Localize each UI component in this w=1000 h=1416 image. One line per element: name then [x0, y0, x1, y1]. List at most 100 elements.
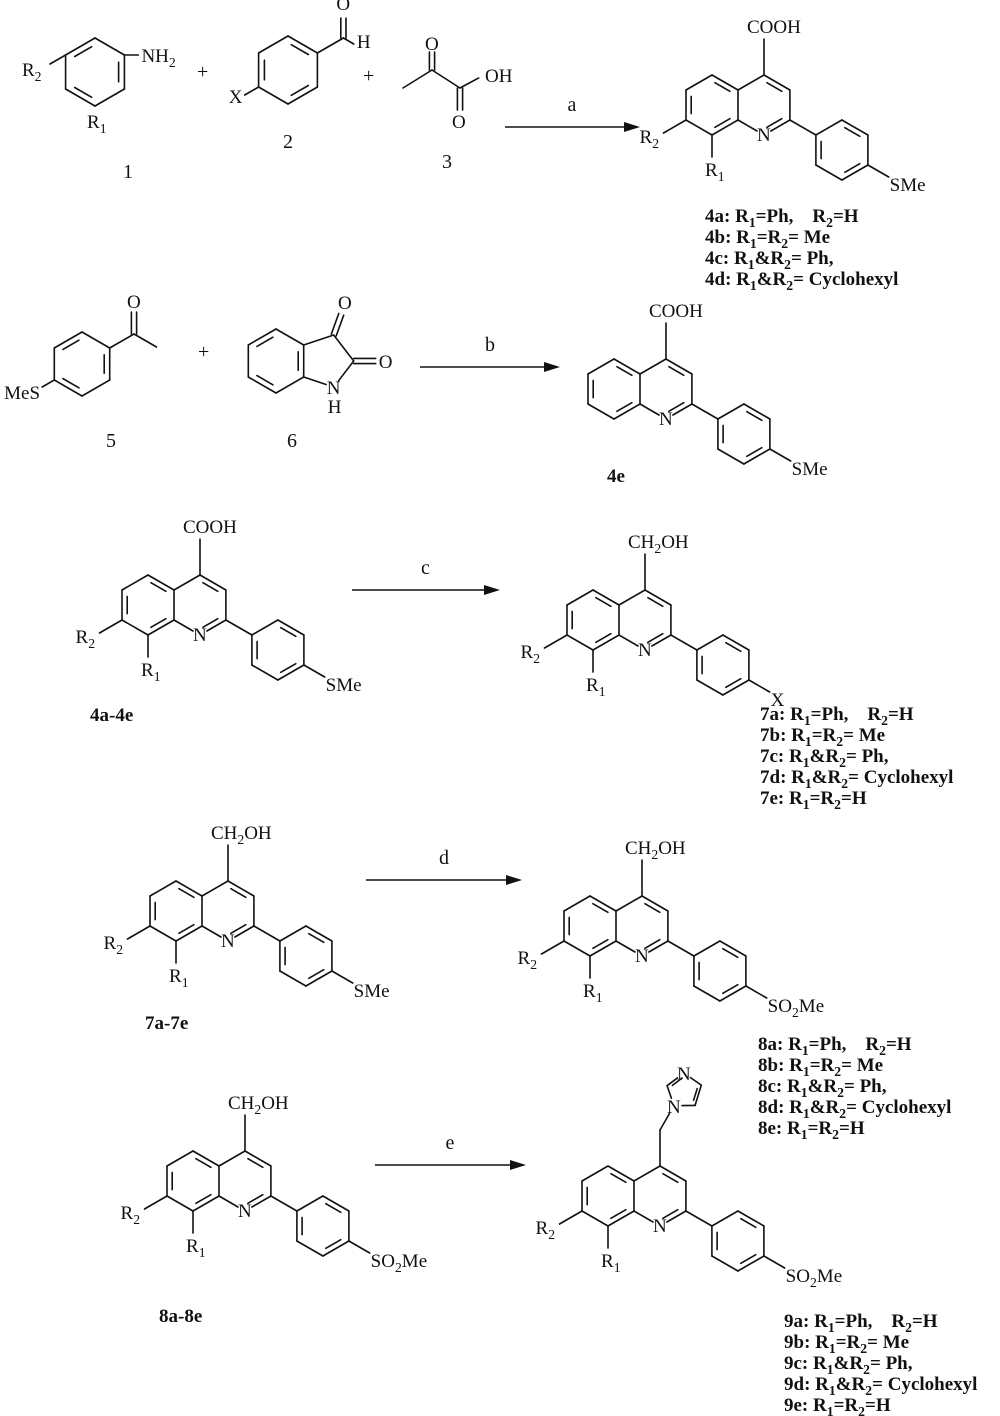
quinoline-bond-double [616, 365, 633, 377]
aldehyde-bond [316, 37, 345, 54]
aryl-ring-bond [815, 164, 843, 181]
quinoline-bond [175, 925, 203, 942]
aniline-ring-bond [94, 88, 126, 107]
product-variant: 8d: R1&R2= Cyclohexyl [758, 1097, 951, 1121]
aryl-ring-double [307, 932, 325, 944]
carbonyl-bond [330, 312, 340, 335]
quinoline-bond [666, 1210, 687, 1223]
quinoline-bond [199, 574, 227, 591]
aryl-ring-double [843, 162, 861, 174]
quinoline-double [247, 1157, 264, 1169]
product-variant: 7d: R1&R2= Cyclohexyl [760, 767, 953, 791]
aryl-ring-bond [719, 985, 747, 1002]
ring-nitrogen-label: N [221, 931, 235, 952]
para-substituent-label: SO2Me [768, 996, 824, 1020]
hydroxyl-label: OH [485, 66, 513, 87]
compound-id: 4a-4e [90, 705, 133, 726]
aryl-ring-bond [322, 1195, 350, 1212]
aryl-ring-bond [717, 448, 745, 465]
hydrogen-label: H [328, 397, 342, 418]
aryl-ring-bond [279, 925, 307, 942]
quinoline-bond [672, 403, 693, 416]
nh2-label: NH2 [141, 46, 175, 70]
para-substituent-label: SMe [792, 459, 828, 480]
aryl-ring-double [724, 677, 742, 689]
quinoline-double [662, 1208, 679, 1220]
product-variant: 9e: R1=R2=H [784, 1395, 891, 1416]
quinoline-bond-double [195, 1157, 212, 1169]
quinoline-bond [711, 74, 739, 91]
quinoline-bond [607, 1210, 635, 1227]
quinoline-double [230, 887, 247, 899]
quinoline-bond [770, 119, 791, 132]
aryl-ring-bond [841, 119, 869, 136]
isatin-ring-bond [275, 328, 305, 346]
aryl-ring-bond [722, 679, 750, 696]
product-variant: 9d: R1&R2= Cyclohexyl [784, 1374, 977, 1398]
mes-label: MeS [4, 383, 40, 404]
para-substituent-bond [745, 985, 768, 999]
quinoline-bond [166, 1195, 194, 1212]
aryl-ring-bond [305, 970, 333, 987]
c4-substituent-label: COOH [649, 301, 703, 322]
aryl-link-bond [253, 925, 281, 942]
imidazole-n1-label: N [667, 1097, 681, 1118]
r2-bond [49, 54, 67, 65]
pyruvic-bond [459, 77, 480, 89]
aniline-ring-bond-double [73, 45, 93, 58]
quinoline-bond [563, 940, 591, 957]
quinoline-bond [234, 925, 255, 938]
aryl-ring-bond [296, 1195, 324, 1212]
aryl-ring-double [307, 968, 325, 980]
acetophenone-ring-bond-double [62, 339, 80, 351]
aryl-link-bond [667, 940, 695, 957]
quinoline-bond [615, 940, 636, 953]
aryl-ring-double [324, 1202, 342, 1214]
compound-number: 5 [106, 430, 116, 452]
quinoline-bond-double [592, 902, 609, 914]
aryl-ring-double [721, 947, 739, 959]
quinoline-bond [737, 74, 765, 91]
aryl-ring-double [739, 1253, 757, 1265]
quinoline-bond [192, 1195, 220, 1212]
r1-label: R1 [586, 675, 606, 699]
quinoline-double [230, 923, 247, 935]
c4-substituent-label: CH2OH [211, 823, 272, 847]
aryl-ring-bond [693, 985, 721, 1002]
arrow-condition-label: a [568, 94, 577, 116]
quinoline-bond [147, 619, 175, 636]
aryl-ring-bond [841, 164, 869, 181]
aryl-ring-double [745, 410, 763, 422]
r1-label: R1 [87, 112, 107, 136]
quinoline-bond [665, 358, 693, 375]
compound-number: 2 [283, 131, 293, 153]
quinoline-bond-double [616, 401, 633, 413]
quinoline-bond [639, 358, 667, 375]
aryl-ring-bond [743, 448, 771, 465]
aryl-ring-bond [743, 403, 771, 420]
quinoline-bond [648, 940, 669, 953]
para-substituent-label: SMe [354, 981, 390, 1002]
quinoline-double [644, 902, 661, 914]
compound-number: 6 [287, 430, 297, 452]
compound-number: 1 [123, 161, 133, 183]
para-substituent-bond [769, 448, 792, 462]
arrow-head [506, 875, 522, 885]
quinoline-double [644, 938, 661, 950]
para-substituent-bond [867, 164, 890, 178]
r2-bond [126, 925, 151, 940]
quinoline-bond [121, 574, 149, 591]
aryl-ring-bond [277, 619, 305, 636]
para-substituent-label: X [771, 690, 785, 711]
quinoline-bond-double [178, 887, 195, 899]
product-variant: 4d: R1&R2= Cyclohexyl [705, 269, 898, 293]
r2-bond [540, 940, 565, 955]
quinoline-bond [218, 1150, 246, 1167]
aryl-ring-double [279, 662, 297, 674]
quinoline-bond-double [195, 1193, 212, 1205]
aryl-ring-bond [322, 1240, 350, 1257]
quinoline-bond [173, 619, 194, 632]
ch2-imidazole-bond [659, 1112, 671, 1131]
product-variant: 9c: R1&R2= Ph, [784, 1353, 913, 1377]
aryl-ring-double [843, 126, 861, 138]
